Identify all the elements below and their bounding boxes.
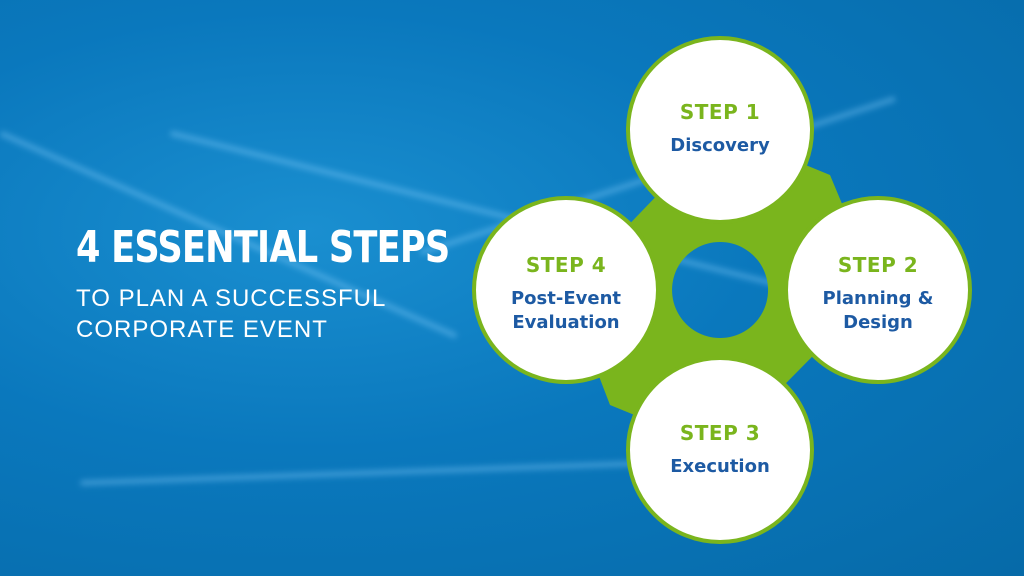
step-1-circle	[626, 36, 814, 224]
step-name-line2: Evaluation	[512, 312, 620, 333]
page-title: 4 ESSENTIAL STEPS	[76, 222, 450, 273]
step-name-line2: Design	[843, 312, 913, 333]
step-name: Planning &	[822, 288, 934, 309]
subtitle-line-2: CORPORATE EVENT	[76, 316, 328, 343]
step-label: STEP 4	[525, 253, 607, 277]
step-name-block: Planning & Design	[786, 287, 970, 335]
connector-shape	[566, 130, 878, 450]
step-label: STEP 2	[837, 253, 919, 277]
subtitle-line-1: TO PLAN A SUCCESSFUL	[76, 285, 387, 312]
step-2-circle	[784, 196, 972, 384]
step-name: Discovery	[670, 135, 770, 156]
step-1: STEP 1 Discovery	[628, 100, 812, 158]
step-3-circle	[626, 356, 814, 544]
step-2: STEP 2 Planning & Design	[786, 253, 970, 335]
step-4-circle	[472, 196, 660, 384]
step-3: STEP 3 Execution	[628, 421, 812, 479]
step-name: Execution	[670, 456, 770, 477]
step-label: STEP 1	[679, 100, 761, 124]
step-label: STEP 3	[679, 421, 761, 445]
step-name: Post-Event	[510, 288, 621, 309]
